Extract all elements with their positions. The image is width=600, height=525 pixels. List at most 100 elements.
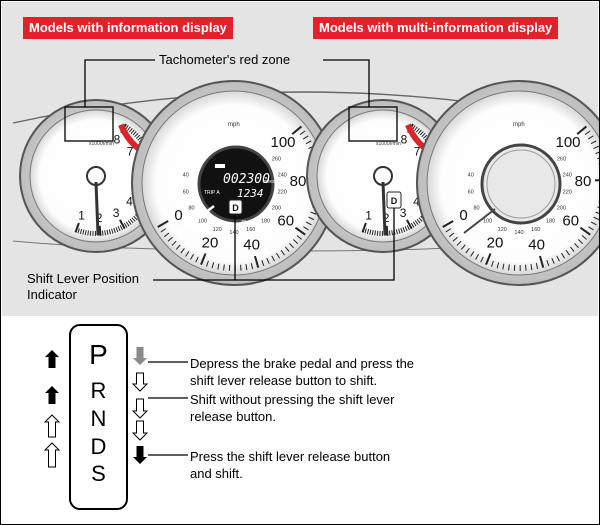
tach-tick — [133, 215, 138, 221]
speed-tick — [597, 206, 599, 208]
speed-tick — [561, 252, 566, 259]
speed-tick — [171, 240, 177, 246]
tach-tick — [419, 131, 424, 136]
tach-tick — [385, 225, 389, 236]
tach-tick — [74, 222, 80, 233]
speed-tick — [470, 251, 475, 257]
speed-tick — [291, 125, 303, 135]
speed-tick — [305, 221, 312, 226]
speed-tick — [496, 262, 500, 269]
tach-tick — [79, 228, 83, 235]
instruction-free-line2: release button. — [190, 409, 277, 424]
speed-tick — [445, 228, 452, 233]
kmh-tick-label: 40 — [468, 172, 474, 178]
tach-tick — [400, 227, 403, 233]
kmh-tick-label: 140 — [229, 230, 238, 236]
fuel-full-letter: F — [241, 219, 247, 229]
speed-tick — [211, 262, 215, 269]
speed-tick — [593, 216, 599, 221]
tach-tick — [391, 230, 394, 236]
speed-tick-label: 40 — [528, 237, 545, 254]
instruction-button-shift: Press the shift lever release button and… — [190, 448, 390, 482]
arrow-up-solid-icon — [45, 386, 59, 404]
speed-tick — [195, 256, 199, 263]
speed-tick — [588, 226, 594, 231]
speed-tick — [460, 244, 466, 250]
tach-tick-label: 2 — [383, 211, 390, 225]
tach-tick — [131, 217, 136, 222]
tach-tick — [361, 222, 367, 233]
speed-tick — [448, 232, 455, 238]
speed-tick — [502, 263, 505, 270]
tach-tick — [398, 228, 401, 234]
tach-unit: x1000r/min — [89, 141, 114, 147]
tach-tick — [125, 221, 130, 227]
tach-tick — [130, 129, 135, 135]
tach-tick — [371, 230, 374, 236]
tach-tick — [117, 226, 121, 232]
tach-tick — [404, 226, 408, 232]
tach-tick — [402, 227, 406, 233]
arrow-down-outline-icon — [131, 398, 149, 419]
speed-tick — [465, 248, 470, 254]
tach-tick — [101, 230, 104, 236]
shift-gate: P R N D S — [69, 324, 128, 510]
speed-tick — [597, 157, 599, 160]
speed-tick — [253, 255, 260, 268]
header-information-display: Models with information display — [23, 17, 233, 39]
speed-tick — [576, 125, 588, 135]
position-n: N — [90, 406, 107, 431]
tach-tick — [84, 230, 87, 236]
speed-tick — [508, 264, 510, 271]
instruction-brake-line2: shift lever release button to shift. — [190, 373, 378, 388]
position-d: D — [90, 434, 107, 459]
speed-tick — [289, 243, 294, 249]
tach-tick — [415, 127, 420, 133]
position-p: P — [89, 339, 108, 370]
tach-tick — [127, 126, 131, 132]
tach-tick — [410, 222, 415, 228]
speed-tick — [578, 239, 584, 245]
speed-tick — [217, 263, 220, 270]
tach-tick — [374, 230, 376, 236]
tach-tick — [414, 126, 418, 132]
speed-tick — [565, 249, 570, 256]
tach-tick — [422, 134, 428, 139]
tach-tick — [132, 131, 137, 136]
speed-tick — [590, 221, 597, 226]
position-r: R — [90, 378, 107, 403]
kmh-tick-label: 200 — [557, 206, 566, 212]
speed-tick-label: 0 — [459, 207, 467, 224]
tach-tick — [113, 227, 116, 233]
gear-indicator-icon — [228, 199, 243, 215]
kmh-tick-label: 140 — [514, 230, 523, 236]
speed-tick — [185, 251, 190, 257]
tach-tick — [134, 132, 139, 138]
tach-tick — [412, 221, 417, 227]
arrow-down-gray-icon — [133, 347, 147, 365]
tach-tick — [369, 229, 372, 235]
speed-tick — [167, 236, 173, 242]
speed-tick-label: 60 — [562, 213, 579, 230]
speed-tick — [595, 151, 599, 155]
tach-tick — [137, 136, 142, 141]
speed-tick — [590, 140, 597, 145]
kmh-tick-label: 180 — [261, 219, 270, 225]
kmh-tick-label: 100 — [483, 219, 492, 225]
speed-tick — [250, 263, 254, 270]
speed-tick — [546, 259, 550, 266]
tach-tick — [416, 218, 421, 224]
speed-tick — [294, 226, 306, 236]
kmh-tick-label: 220 — [278, 190, 287, 196]
speed-tick — [595, 211, 599, 214]
position-s: S — [91, 461, 106, 486]
speed-tick — [581, 235, 587, 240]
speed-tick-label: 100 — [556, 134, 581, 151]
tach-tick — [77, 228, 80, 234]
speed-unit: mph — [228, 122, 240, 128]
speed-tick — [284, 246, 290, 252]
tach-tick — [98, 225, 102, 236]
speed-tick — [593, 145, 599, 150]
tach-unit-right: x1000r/min — [376, 141, 401, 147]
